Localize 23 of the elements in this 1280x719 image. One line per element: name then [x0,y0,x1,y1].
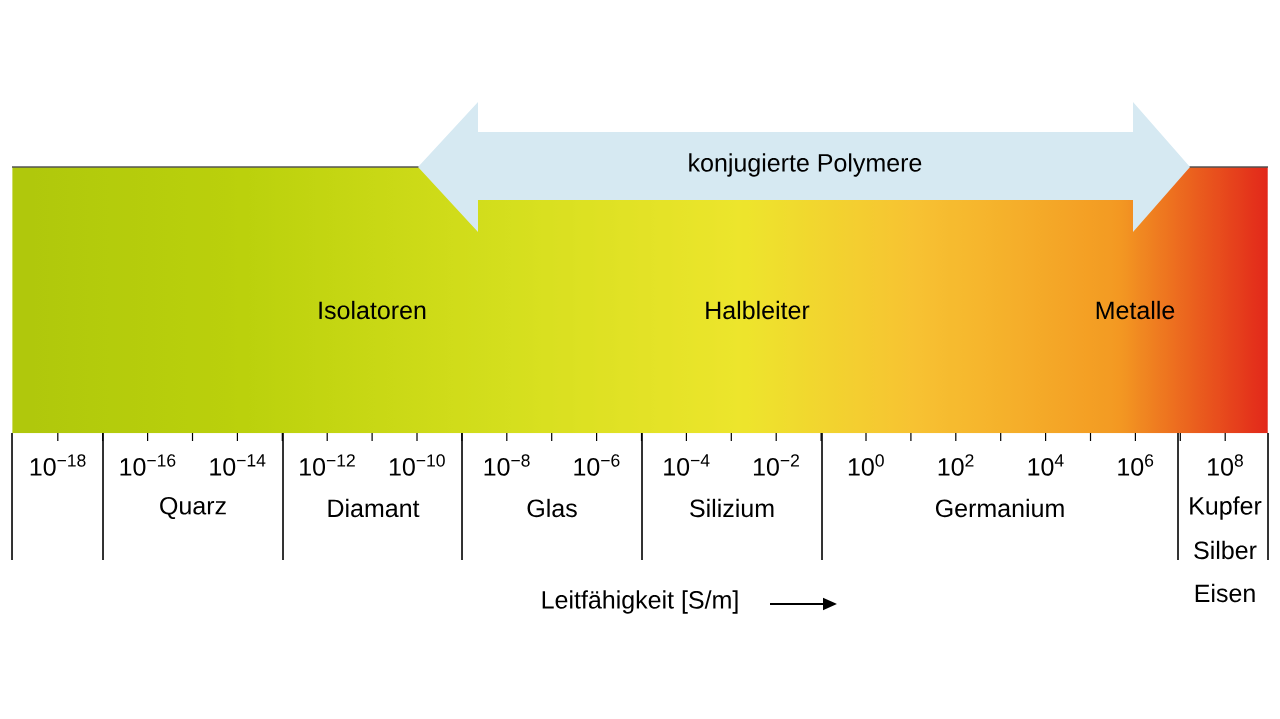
tick-label: 10$^{−14}$ [210,454,266,476]
tick-label: 10$^{−10}$ [389,454,445,476]
material-name: Diamant [328,498,420,518]
tick-label: 10$^{0}$ [848,454,884,476]
material-name: Silizium [690,498,774,518]
tick-label: 10$^{−16}$ [120,454,176,476]
material-name: Quarz [160,496,226,520]
material-name: Germanium [935,498,1064,518]
tick-label: 10$^{2}$ [938,454,974,476]
tick-label: 10$^{8}$ [1208,454,1243,476]
tick-label: 10$^{−6}$ [574,454,620,476]
tick-label: 10$^{−4}$ [664,454,710,476]
tick-label: 10$^{−12}$ [300,454,355,476]
tick-label: 10$^{−2}$ [753,454,799,476]
material-name: Eisen [1195,583,1255,603]
axis-title: Leitfähigkeit [S/m] [542,590,738,614]
tick-label: 10$^{6}$ [1118,454,1154,476]
tick-label: 10$^{4}$ [1028,454,1064,476]
tick-label: 10$^{−18}$ [30,454,86,476]
material-name: Glas [527,498,577,518]
material-name: Silber [1194,540,1257,560]
material-name: Kupfer [1190,496,1262,520]
tick-label: 10$^{−8}$ [484,454,530,476]
